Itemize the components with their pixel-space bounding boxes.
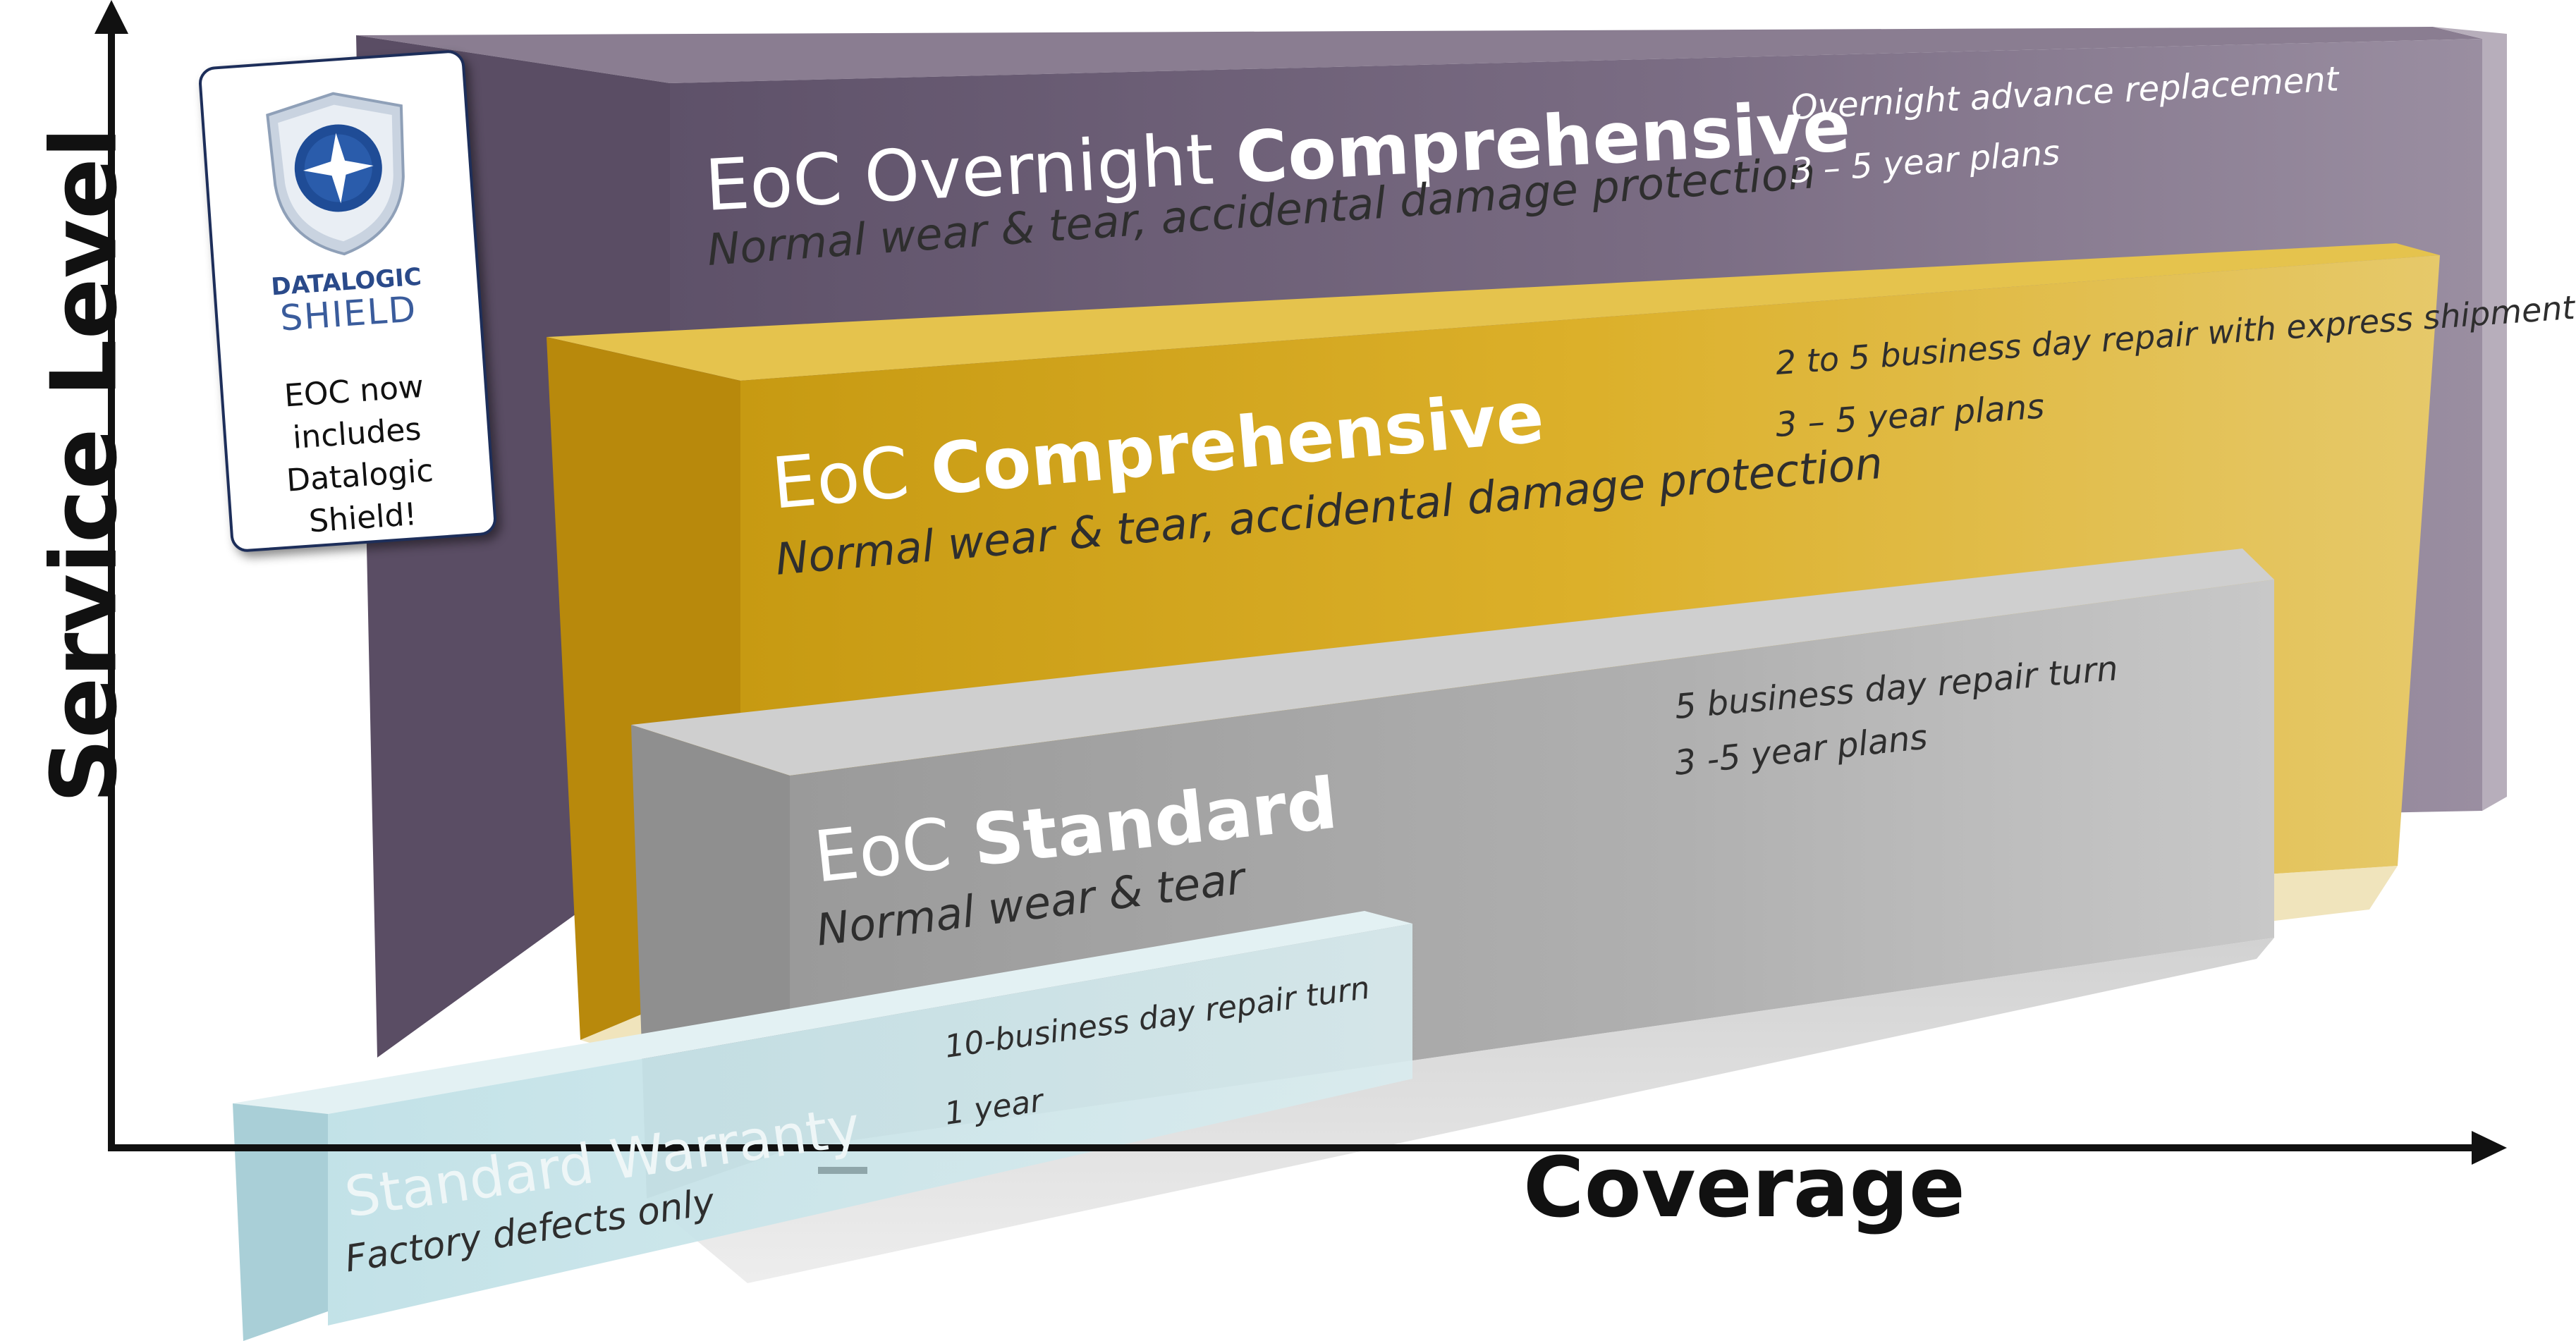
shield-logo-icon: [266, 92, 405, 256]
standard-top-face: [631, 549, 2274, 776]
comprehensive-top-face: [547, 243, 2440, 381]
comprehensive-title-prefix: EoC: [768, 431, 912, 525]
overnight-top-face: [356, 27, 2482, 83]
axis-y-title: Service Level: [32, 127, 138, 804]
datalogic-shield-badge: DATALOGIC SHIELD EOC now includes Datalo…: [197, 49, 498, 553]
badge-text: EOC now includes Datalogic Shield!: [283, 368, 435, 540]
warranty-dash-mark: [818, 1167, 867, 1174]
warranty-front-face: [328, 924, 1412, 1325]
y-axis-arrowhead: [94, 0, 128, 34]
axes: [94, 0, 2507, 1165]
x-axis-arrowhead: [2472, 1131, 2507, 1165]
axis-x-title: Coverage: [1523, 1139, 1965, 1236]
overnight-right-face: [2433, 27, 2507, 811]
warranty-left-face: [233, 1103, 328, 1341]
service-diagram: [94, 0, 2507, 1341]
standard-title-prefix: EoC: [810, 802, 956, 899]
tier-warranty-block: [233, 911, 1412, 1341]
warranty-top-face: [233, 911, 1412, 1114]
standard-fade: [647, 938, 2274, 1283]
